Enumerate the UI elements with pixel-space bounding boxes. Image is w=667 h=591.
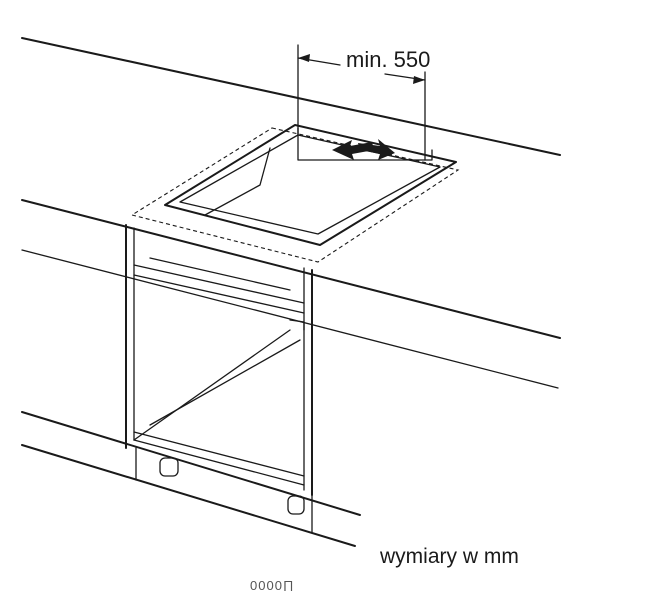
plinth	[21, 411, 361, 547]
countertop-back-edge	[21, 37, 561, 156]
cabinet-back-diagonal	[133, 329, 291, 441]
units-note: wymiary w mm	[379, 545, 519, 568]
cabinet-top-shelf-lower	[133, 274, 305, 314]
cabinet-foot-left	[159, 457, 179, 477]
countertop-front-top-edge	[21, 199, 561, 339]
cabinet-bottom-2	[133, 431, 305, 477]
cabinet	[125, 224, 313, 496]
insertion-arrows	[332, 139, 395, 160]
cutout-notch-right	[424, 149, 433, 161]
hob-cutout	[130, 124, 460, 263]
cabinet-foot-right	[287, 495, 305, 515]
cutout-inner-edge	[179, 134, 441, 235]
cutout-notch-left	[297, 127, 426, 161]
countertop-front-bottom-edge	[21, 249, 559, 389]
dimension-label: min. 550	[346, 47, 430, 72]
plinth-bottom-edge	[21, 444, 356, 547]
dimension-arrowhead-right	[413, 76, 425, 84]
cutout-outline	[164, 124, 457, 246]
plinth-top-edge	[21, 411, 361, 516]
cabinet-top-shelf	[133, 264, 305, 304]
cabinet-bottom	[133, 439, 305, 486]
cutout-inner-wall	[204, 147, 271, 216]
cabinet-shelf-back	[149, 257, 291, 291]
hob-outline-dashed	[130, 127, 460, 263]
dimension-arrowhead-left	[298, 54, 310, 62]
cabinet-small-bracket	[289, 319, 305, 331]
arrow-right-icon	[358, 139, 395, 160]
countertop	[21, 37, 561, 389]
footer-mark: 0000∏	[250, 578, 295, 591]
dimension-550: min. 550	[297, 44, 430, 161]
cabinet-back-diagonal-2	[149, 339, 301, 426]
